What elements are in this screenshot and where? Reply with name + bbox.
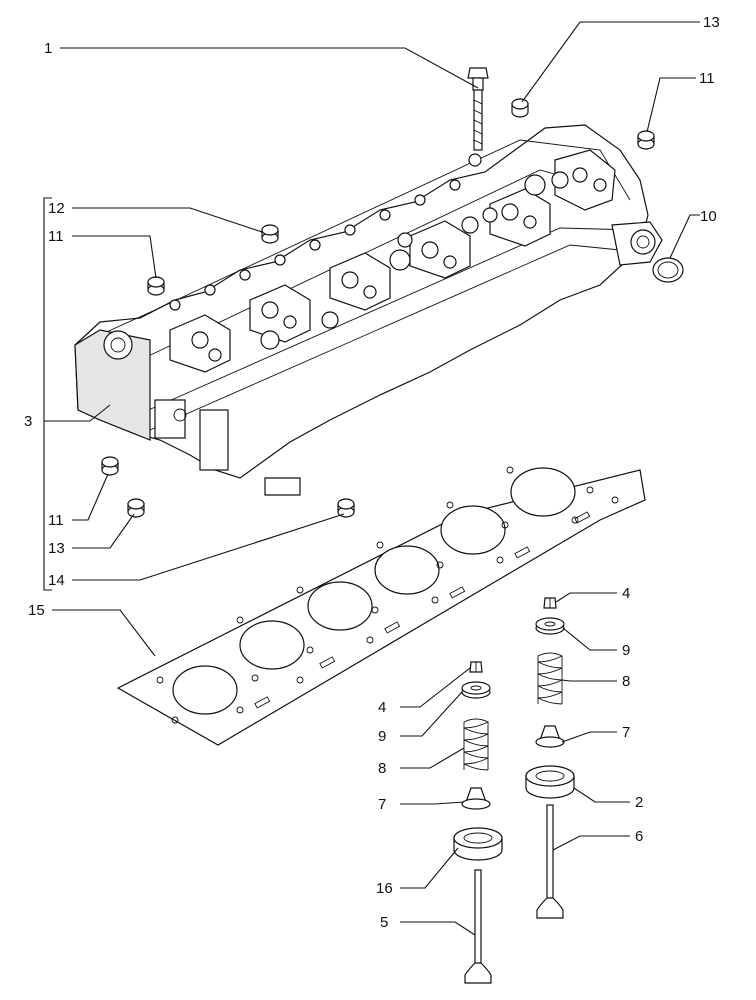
valve-spring-right [537, 652, 564, 705]
gasket-slots [254, 511, 591, 709]
cup-plug-10 [652, 257, 684, 283]
callout-8-right: 8 [622, 673, 630, 690]
callout-11-lower: 11 [48, 512, 64, 529]
callout-5: 5 [380, 914, 388, 931]
valve-spring-left [463, 718, 490, 771]
callout-1: 1 [44, 40, 52, 57]
valve-seat-insert-left [453, 827, 503, 861]
plug-11-lower [101, 456, 119, 476]
valve-seat-insert [525, 765, 575, 799]
spring-retainer-left [461, 681, 491, 699]
head-bolt [467, 67, 489, 151]
callout-15: 15 [28, 602, 45, 619]
callout-12: 12 [48, 200, 65, 217]
exhaust-valve [536, 804, 564, 919]
callout-8-left: 8 [378, 760, 386, 777]
plug-13-lower [127, 498, 145, 518]
callout-14: 14 [48, 572, 65, 589]
callout-10: 10 [700, 208, 717, 225]
callout-2: 2 [635, 794, 643, 811]
callout-labels: 1 13 11 10 12 11 3 11 13 14 15 4 9 8 7 2… [24, 14, 720, 931]
valve-stem-seal-right [535, 725, 565, 748]
callout-13-top: 13 [703, 14, 720, 31]
callout-6: 6 [635, 828, 643, 845]
callout-16: 16 [376, 880, 393, 897]
callout-9-left: 9 [378, 728, 386, 745]
valve-bores [191, 167, 607, 362]
cylinder-head [74, 124, 663, 496]
plug-11-top [637, 130, 655, 150]
callout-3: 3 [24, 413, 32, 430]
plug-12 [261, 224, 279, 244]
leader-lines [43, 21, 700, 936]
plug-13-top [511, 98, 529, 118]
callout-4-right: 4 [622, 585, 630, 602]
plug-11-left [147, 276, 165, 296]
callout-7-left: 7 [378, 796, 386, 813]
head-bolt-bosses [169, 153, 482, 311]
valve-keeper-left [469, 661, 483, 673]
callout-7-right: 7 [622, 724, 630, 741]
callout-11-left: 11 [48, 228, 64, 245]
gasket-small-holes [156, 466, 619, 724]
callout-13-lower: 13 [48, 540, 65, 557]
gasket-cylinder-holes [172, 467, 576, 715]
callout-4-left: 4 [378, 699, 386, 716]
valve-keeper-right [543, 597, 557, 609]
spring-retainer-right [535, 617, 565, 635]
cylinder-head-lobes [169, 149, 616, 373]
valve-stem-seal-left [461, 787, 491, 810]
callout-9-right: 9 [622, 642, 630, 659]
head-gasket [116, 466, 646, 746]
callout-11-top: 11 [699, 70, 715, 87]
dowel-14 [337, 498, 355, 518]
intake-valve [464, 869, 492, 984]
